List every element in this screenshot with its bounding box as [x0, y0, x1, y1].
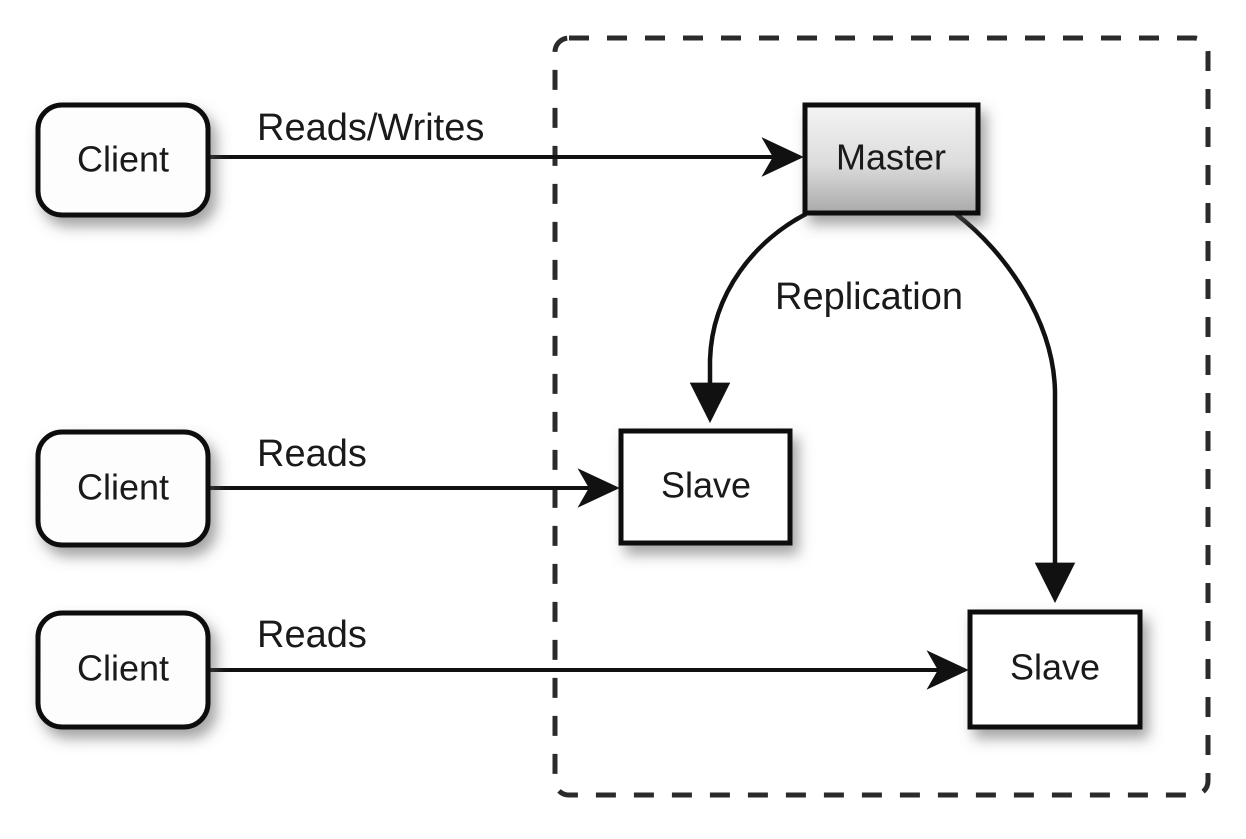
edge-master-to-slave-bottom [954, 212, 1076, 604]
client-top-label: Client [77, 139, 169, 180]
edge-label-reads-bottom: Reads [257, 614, 367, 656]
slave-middle-shape [618, 428, 793, 546]
node-master[interactable]: Master [802, 102, 981, 216]
slave-bottom-label: Slave [1010, 647, 1100, 688]
client-top-shape [35, 102, 211, 218]
edge-label-reads-middle: Reads [257, 433, 367, 475]
edge-master-to-slave-middle [689, 212, 808, 424]
master-label: Master [836, 137, 946, 178]
slave-bottom-shape [967, 609, 1143, 730]
client-middle-label: Client [77, 467, 169, 508]
node-client-bottom[interactable]: Client [35, 610, 211, 730]
edge-label-reads-writes: Reads/Writes [257, 107, 484, 149]
client-bottom-shape [35, 610, 211, 730]
client-middle-shape [35, 429, 211, 548]
node-client-top[interactable]: Client [35, 102, 211, 218]
edge-label-replication: Replication [775, 276, 963, 318]
slave-middle-label: Slave [661, 465, 751, 506]
client-bottom-label: Client [77, 648, 169, 689]
database-cluster-boundary [552, 35, 1211, 798]
node-slave-bottom[interactable]: Slave [967, 609, 1143, 730]
node-slave-middle[interactable]: Slave [618, 428, 793, 546]
master-shape [802, 102, 981, 216]
node-client-middle[interactable]: Client [35, 429, 211, 548]
